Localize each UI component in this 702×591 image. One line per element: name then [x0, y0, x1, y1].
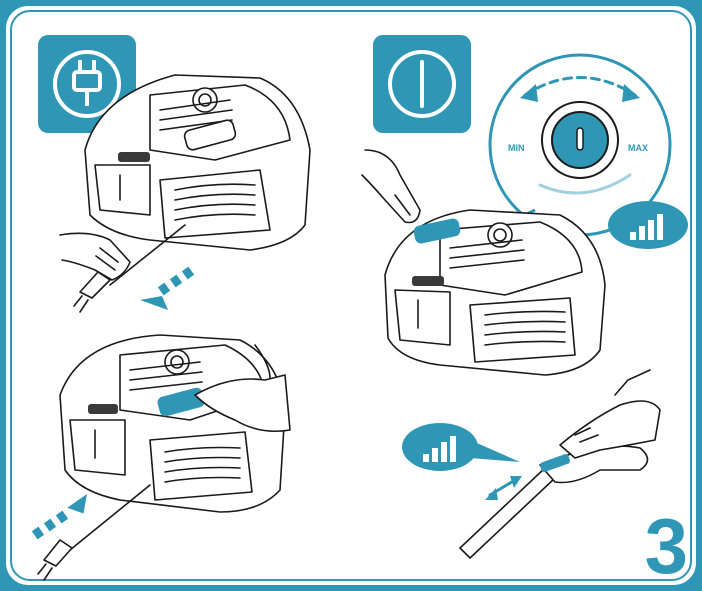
vacuum-power-illustration: [361, 149, 606, 376]
signal-bars-icon: [630, 214, 663, 240]
dial-min-label: MIN: [508, 143, 525, 153]
plug-icon: [53, 50, 121, 118]
strength-badge-top: [608, 201, 688, 249]
push-direction-arrow: [31, 494, 87, 540]
step-number: 3: [644, 502, 688, 590]
suction-dial-callout: [488, 53, 672, 237]
strength-badge-bottom: [402, 423, 520, 471]
slide-direction-arrow: [485, 476, 522, 500]
pull-direction-arrow: [140, 266, 195, 310]
vacuum-unplug-illustration: [59, 74, 311, 313]
power-icon-box: [373, 35, 471, 133]
dial-max-label: MAX: [628, 143, 648, 153]
vacuum-plugin-illustration: [31, 334, 291, 581]
power-on-icon: [388, 50, 456, 118]
handle-illustration: [459, 369, 661, 559]
card-border: [10, 10, 692, 581]
signal-bars-icon: [423, 436, 456, 462]
